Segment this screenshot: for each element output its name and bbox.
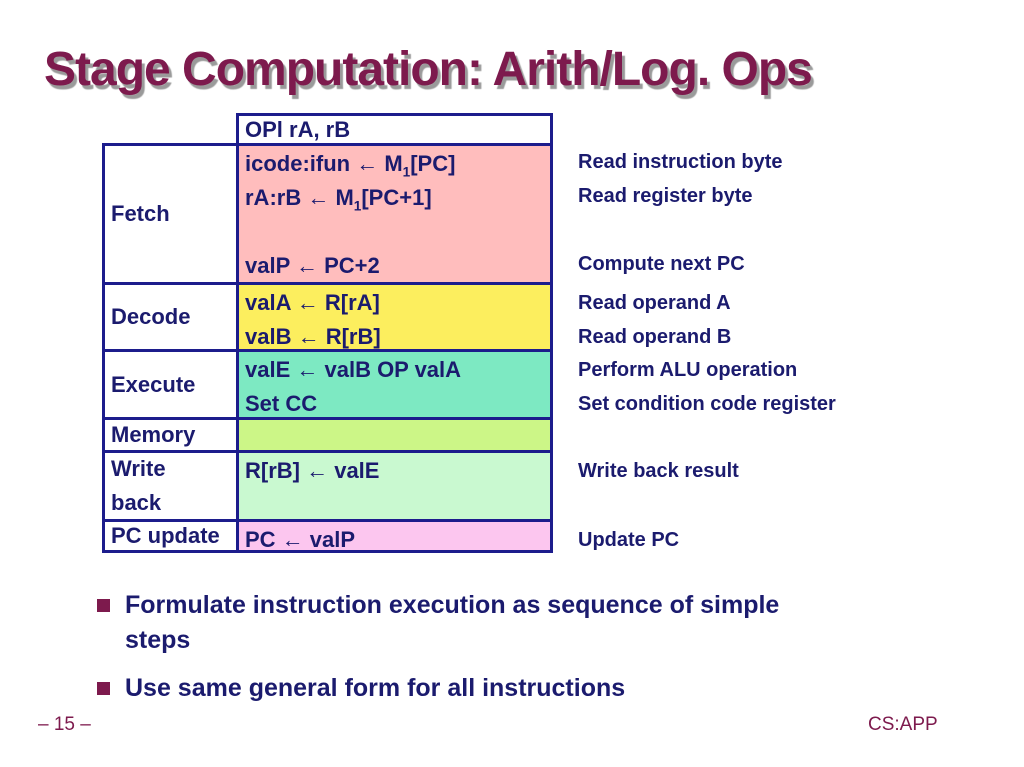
content-cell-pcupdate: PC ← valP <box>239 522 550 552</box>
annotation-line: Update PC <box>578 529 680 551</box>
annotation-row-writeback: Write back result <box>578 450 1018 519</box>
annotation-line <box>578 213 1018 247</box>
annotation-column: Read instruction byte Read register byte… <box>578 143 1018 553</box>
table-row-memory: Memory <box>105 417 550 450</box>
instruction-label: OPl rA, rB <box>245 116 351 142</box>
bullet-text-line: Formulate instruction execution as seque… <box>125 591 780 619</box>
content-cell-writeback: R[rB] ← valE <box>239 453 550 519</box>
content-line: PC ← valP <box>245 527 356 552</box>
content-line: icode:ifun ← M1[PC] <box>245 151 456 180</box>
content-cell-decode: valA ← R[rA] valB ← R[rB] <box>239 285 550 349</box>
annotation-line: Set condition code register <box>578 393 836 415</box>
bullet-square-icon <box>97 682 110 695</box>
stage-table: Fetch icode:ifun ← M1[PC] rA:rB ← M1[PC+… <box>102 143 553 553</box>
annotation-line: Read register byte <box>578 185 753 207</box>
content-line: valA ← R[rA] <box>245 290 380 315</box>
content-line: R[rB] ← valE <box>245 458 380 483</box>
content-line: valP ← PC+2 <box>245 253 380 278</box>
stage-label: back <box>111 490 162 515</box>
bullet-item: Formulate instruction execution as seque… <box>97 588 937 658</box>
bullet-text-line: Use same general form for all instructio… <box>125 674 626 702</box>
stage-label: PC update <box>111 523 220 548</box>
content-line: valB ← R[rB] <box>245 324 381 349</box>
table-row-execute: Execute valE ← valB OP valA Set CC <box>105 349 550 417</box>
stage-cell-pcupdate: PC update <box>105 522 239 550</box>
annotation-row-fetch: Read instruction byte Read register byte… <box>578 143 1018 282</box>
stage-cell-decode: Decode <box>105 285 239 349</box>
stage-label: Fetch <box>111 201 170 226</box>
stage-cell-execute: Execute <box>105 352 239 417</box>
annotation-row-memory <box>578 417 1018 450</box>
stage-label: Write <box>111 456 166 481</box>
table-row-writeback: Write back R[rB] ← valE <box>105 450 550 519</box>
annotation-line: Read operand B <box>578 326 732 348</box>
stage-label: Execute <box>111 371 196 397</box>
instruction-header-cell: OPl rA, rB <box>236 113 553 143</box>
annotation-row-pcupdate: Update PC <box>578 519 1018 553</box>
content-line <box>245 215 550 249</box>
annotation-row-execute: Perform ALU operation Set condition code… <box>578 349 1018 417</box>
stage-cell-writeback: Write back <box>105 453 239 519</box>
content-line <box>245 421 550 455</box>
bullet-text: Formulate instruction execution as seque… <box>125 588 779 658</box>
content-cell-memory <box>239 420 550 450</box>
slide-title: Stage Computation: Arith/Log. Ops <box>44 43 813 96</box>
bullet-item: Use same general form for all instructio… <box>97 671 937 706</box>
annotation-line: Perform ALU operation <box>578 359 798 381</box>
annotation-row-decode: Read operand A Read operand B <box>578 282 1018 349</box>
stage-label: Memory <box>111 422 196 447</box>
table-row-pcupdate: PC update PC ← valP <box>105 519 550 552</box>
content-line: valE ← valB OP valA <box>245 357 462 382</box>
annotation-line: Read operand A <box>578 292 731 314</box>
content-cell-fetch: icode:ifun ← M1[PC] rA:rB ← M1[PC+1] val… <box>239 146 550 282</box>
annotation-line: Read instruction byte <box>578 151 783 173</box>
annotation-line: Compute next PC <box>578 253 745 275</box>
table-row-fetch: Fetch icode:ifun ← M1[PC] rA:rB ← M1[PC+… <box>105 146 550 282</box>
content-line: Set CC <box>245 391 318 416</box>
bullet-text-line: steps <box>125 626 191 654</box>
stage-cell-fetch: Fetch <box>105 146 239 282</box>
stage-cell-memory: Memory <box>105 420 239 450</box>
content-line: rA:rB ← M1[PC+1] <box>245 185 432 214</box>
stage-label: Decode <box>111 304 191 329</box>
annotation-line: Write back result <box>578 460 739 482</box>
table-row-decode: Decode valA ← R[rA] valB ← R[rB] <box>105 282 550 349</box>
page-number: – 15 – <box>38 714 91 735</box>
bullet-text: Use same general form for all instructio… <box>125 671 625 706</box>
brand-label: CS:APP <box>868 714 938 735</box>
content-cell-execute: valE ← valB OP valA Set CC <box>239 352 550 417</box>
bullet-list: Formulate instruction execution as seque… <box>97 588 937 706</box>
bullet-square-icon <box>97 599 110 612</box>
